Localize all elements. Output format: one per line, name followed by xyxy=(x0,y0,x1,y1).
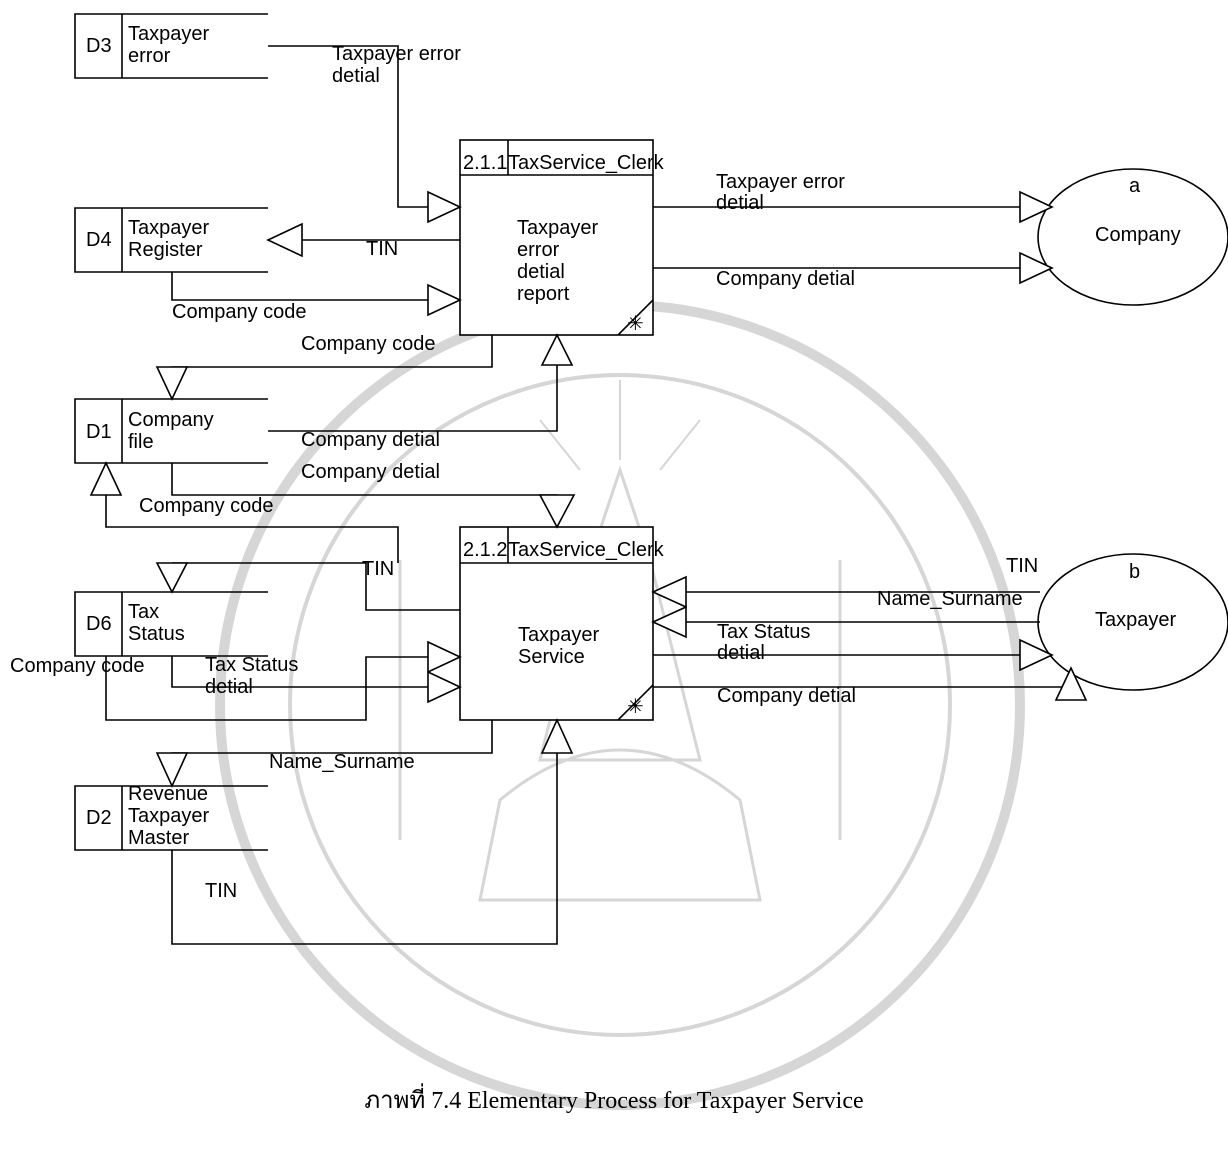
d1-name-line2: file xyxy=(128,431,154,453)
arrowhead-d6-to-p2-1 xyxy=(427,640,462,674)
flow-label-p2-d2: Name_Surname xyxy=(269,751,415,773)
flow-label-p1-company-det: Company detial xyxy=(716,268,855,290)
d3-name-line2: error xyxy=(128,45,171,67)
d6-name-line1: Tax xyxy=(128,601,159,623)
arrowhead-to-d1 xyxy=(155,366,189,401)
arrowhead-d1-to-p1 xyxy=(540,333,574,366)
data-store-d6: D6 Tax Status xyxy=(74,591,268,657)
arrowhead-to-d4 xyxy=(266,222,303,258)
d2-name-line2: Taxpayer xyxy=(128,805,209,827)
flow-label-p1-company-err-line2: detial xyxy=(716,192,764,214)
arrowheads xyxy=(89,190,1088,788)
arrowhead-taxpayer-tin xyxy=(651,575,687,609)
flow-label-d2-p2: TIN xyxy=(205,880,237,902)
flow-label-d6-p2-line1: Tax Status xyxy=(205,654,298,676)
process-2-1-2-marker: ✳ xyxy=(627,696,644,718)
d4-id: D4 xyxy=(86,229,112,251)
data-store-d4: D4 Taxpayer Register xyxy=(74,207,268,273)
flow-label-d3-p1-line2: detial xyxy=(332,65,380,87)
data-store-d3: D3 Taxpayer error xyxy=(74,13,268,79)
d4-name-line1: Taxpayer xyxy=(128,217,209,239)
process-2-1-1-name-line2: error xyxy=(517,239,560,261)
arrowhead-to-company-1 xyxy=(1019,190,1054,224)
entity-taxpayer-id: b xyxy=(1129,561,1140,583)
flow-label-p1-d4: TIN xyxy=(366,238,398,260)
entity-taxpayer-name: Taxpayer xyxy=(1095,609,1176,631)
entity-company: a Company xyxy=(1037,168,1228,306)
flow-label-d1-p1: Company detial xyxy=(301,429,440,451)
flow-label-p2-d6-code: Company code xyxy=(10,655,145,677)
flow-label-d1-p2: Company detial xyxy=(301,461,440,483)
d2-name-line1: Revenue xyxy=(128,783,208,805)
flow-label-p2-tp-status-line1: Tax Status xyxy=(717,621,810,643)
process-2-1-1: 2.1.1 TaxService_Clerk Taxpayer error de… xyxy=(459,139,665,336)
process-2-1-1-name-line3: detial xyxy=(517,261,565,283)
d1-id: D1 xyxy=(86,421,112,443)
arrowhead-to-taxpayer-detail xyxy=(1054,666,1088,701)
entity-company-id: a xyxy=(1129,175,1141,197)
process-2-1-2-name-line2: Service xyxy=(518,646,585,668)
data-store-d1: D1 Company file xyxy=(74,398,268,464)
arrowhead-d2-to-p2 xyxy=(540,718,574,754)
flow-label-taxpayer-tin: TIN xyxy=(1006,555,1038,577)
process-2-1-1-marker: ✳ xyxy=(627,313,644,335)
process-2-1-2-name-line1: Taxpayer xyxy=(518,624,599,646)
flow-label-p2-tp-detail: Company detial xyxy=(717,685,856,707)
process-2-1-1-number: 2.1.1 xyxy=(463,152,507,174)
flow-label-d3-p1-line1: Taxpayer error xyxy=(332,43,461,65)
arrowhead-to-d2 xyxy=(155,752,189,788)
d1-name-line1: Company xyxy=(128,409,214,431)
arrowhead-to-d6 xyxy=(155,562,189,594)
d4-name-line2: Register xyxy=(128,239,203,261)
arrowhead-d6-to-p2-2 xyxy=(427,670,462,704)
process-2-1-2: 2.1.2 TaxService_Clerk Taxpayer Service … xyxy=(459,526,665,721)
d2-id: D2 xyxy=(86,807,112,829)
d6-name-line2: Status xyxy=(128,623,185,645)
arrowhead-d3-to-p1 xyxy=(427,190,462,224)
arrowhead-to-taxpayer-status xyxy=(1019,638,1054,672)
flow-label-d6-p2-line2: detial xyxy=(205,676,253,698)
entity-company-name: Company xyxy=(1095,224,1181,246)
figure-caption: ภาพที่ 7.4 Elementary Process for Taxpay… xyxy=(364,1083,863,1114)
arrowhead-to-company-2 xyxy=(1019,251,1054,285)
flow-label-p1-d1: Company code xyxy=(301,333,436,355)
flow-label-p2-tp-status-line2: detial xyxy=(717,642,765,664)
flow-labels: Taxpayer error detial TIN Company code C… xyxy=(10,43,1038,902)
d6-id: D6 xyxy=(86,613,112,635)
process-2-1-1-actor: TaxService_Clerk xyxy=(508,152,665,174)
process-2-1-1-name-line4: report xyxy=(517,283,570,305)
process-2-1-2-number: 2.1.2 xyxy=(463,539,507,561)
flow-label-d4-p1: Company code xyxy=(172,301,307,323)
arrowhead-d4-to-p1 xyxy=(427,283,462,317)
d3-id: D3 xyxy=(86,35,112,57)
flow-label-p1-company-err-line1: Taxpayer error xyxy=(716,171,845,193)
arrowhead-taxpayer-name xyxy=(651,605,687,639)
entity-taxpayer: b Taxpayer xyxy=(1037,553,1228,691)
flow-label-taxpayer-name: Name_Surname xyxy=(877,588,1023,610)
arrowhead-p2-to-d1 xyxy=(89,461,123,496)
d2-name-line3: Master xyxy=(128,827,189,849)
d3-name-line1: Taxpayer xyxy=(128,23,209,45)
flow-label-p2-d6-tin: TIN xyxy=(362,558,394,580)
flow-label-p2-d1: Company code xyxy=(139,495,274,517)
process-2-1-2-actor: TaxService_Clerk xyxy=(508,539,665,561)
process-2-1-1-name-line1: Taxpayer xyxy=(517,217,598,239)
arrowhead-d1-to-p2 xyxy=(538,494,576,529)
